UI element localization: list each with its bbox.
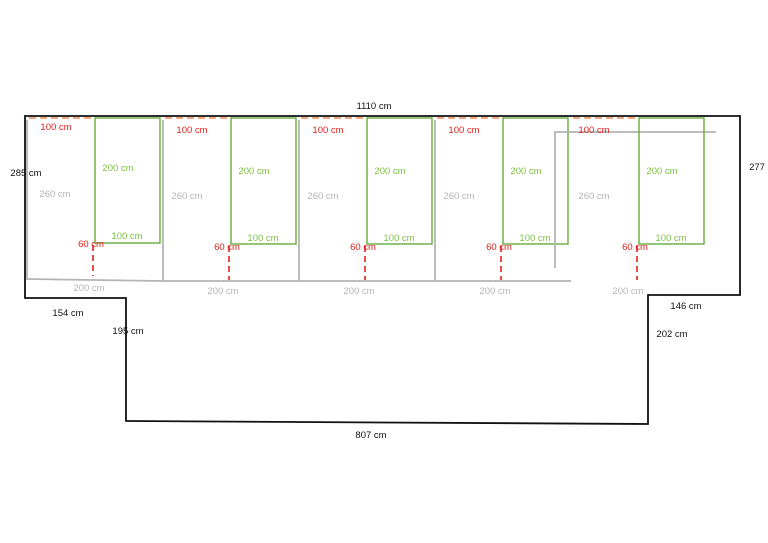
bay-depth-label: 260 cm bbox=[443, 191, 474, 202]
bed-outline bbox=[638, 117, 705, 245]
bed-width-label: 100 cm bbox=[519, 233, 550, 244]
bed-outline bbox=[94, 117, 161, 244]
bed-outline bbox=[502, 117, 569, 245]
bay-5: 100 cm 200 cm 100 cm 60 cm 260 cm 200 cm bbox=[554, 117, 716, 297]
bay-depth-label: 260 cm bbox=[307, 191, 338, 202]
bay-width-label: 200 cm bbox=[343, 286, 374, 297]
aisle-label: 60 cm bbox=[78, 239, 104, 250]
aisle-label: 60 cm bbox=[486, 242, 512, 253]
bed-outline bbox=[366, 117, 433, 245]
left-drop-label: 195 cm bbox=[112, 326, 143, 337]
bottom-length-label: 807 cm bbox=[355, 430, 386, 441]
bed-height-label: 200 cm bbox=[238, 166, 269, 177]
bottom-right-step-label: 146 cm bbox=[670, 301, 701, 312]
bay-1: 100 cm 200 cm 100 cm 60 cm 260 cm 200 cm bbox=[26, 117, 164, 294]
bay-wall bbox=[434, 120, 571, 282]
bottom-left-step-label: 154 cm bbox=[52, 308, 83, 319]
bay-width-label: 200 cm bbox=[73, 283, 104, 294]
aisle-label: 60 cm bbox=[622, 242, 648, 253]
left-height-label: 285 cm bbox=[10, 168, 41, 179]
bay-4: 100 cm 200 cm 100 cm 60 cm 260 cm 200 cm bbox=[434, 117, 571, 297]
bay-wall bbox=[298, 120, 435, 282]
bay-wall bbox=[162, 120, 299, 282]
top-gap-label: 100 cm bbox=[448, 125, 479, 136]
bay-width-label: 200 cm bbox=[612, 286, 643, 297]
top-gap-label: 100 cm bbox=[176, 125, 207, 136]
bed-width-label: 100 cm bbox=[383, 233, 414, 244]
bay-width-label: 200 cm bbox=[479, 286, 510, 297]
bay-width-label: 200 cm bbox=[207, 286, 238, 297]
bed-width-label: 100 cm bbox=[111, 231, 142, 242]
bed-height-label: 200 cm bbox=[374, 166, 405, 177]
bay-depth-label: 260 cm bbox=[171, 191, 202, 202]
bed-width-label: 100 cm bbox=[655, 233, 686, 244]
building-outline bbox=[24, 115, 741, 425]
bay-2: 100 cm 200 cm 100 cm 60 cm 260 cm 200 cm bbox=[162, 117, 299, 297]
top-length-label: 1110 cm bbox=[356, 101, 391, 112]
bay-wall bbox=[554, 131, 716, 268]
right-height-label: 277 bbox=[749, 162, 765, 173]
bay-depth-label: 260 cm bbox=[578, 191, 609, 202]
aisle-label: 60 cm bbox=[350, 242, 376, 253]
aisle-label: 60 cm bbox=[214, 242, 240, 253]
bay-wall bbox=[26, 120, 164, 282]
bed-height-label: 200 cm bbox=[510, 166, 541, 177]
bay-depth-label: 260 cm bbox=[39, 189, 70, 200]
bed-height-label: 200 cm bbox=[646, 166, 677, 177]
bay-3: 100 cm 200 cm 100 cm 60 cm 260 cm 200 cm bbox=[298, 117, 435, 297]
top-gap-label: 100 cm bbox=[40, 122, 71, 133]
top-gap-label: 100 cm bbox=[312, 125, 343, 136]
bays-group: 100 cm 200 cm 100 cm 60 cm 260 cm 200 cm… bbox=[26, 117, 716, 297]
bed-outline bbox=[230, 117, 297, 245]
right-drop-label: 202 cm bbox=[656, 329, 687, 340]
bed-height-label: 200 cm bbox=[102, 163, 133, 174]
bed-width-label: 100 cm bbox=[247, 233, 278, 244]
top-gap-label: 100 cm bbox=[578, 125, 609, 136]
